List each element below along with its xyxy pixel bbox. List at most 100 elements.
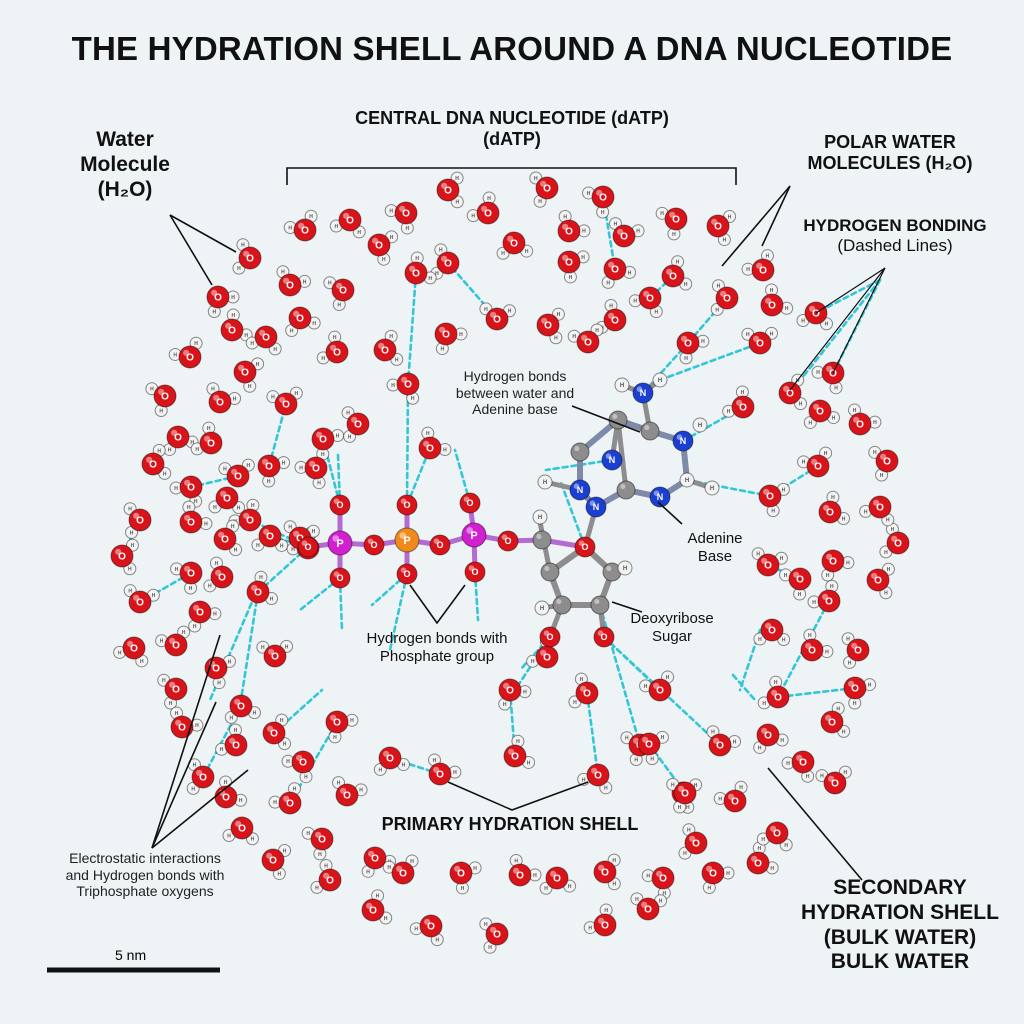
hydrogen-atom: H <box>483 940 497 954</box>
hydrogen-atom-letter: H <box>557 312 561 318</box>
hydrogen-atom-highlight <box>633 894 637 899</box>
hydrogen-atom-letter: H <box>659 899 663 905</box>
oxygen-atom: O <box>210 565 234 589</box>
hydrogen-atom-letter: H <box>280 718 284 724</box>
hydrogen-atom: H <box>781 756 795 770</box>
hydrogen-atom-letter: H <box>587 191 591 197</box>
oxygen-atom-highlight <box>383 750 390 757</box>
oxygen-atom-highlight <box>598 917 605 924</box>
hydrogen-bond-dash <box>658 341 762 382</box>
hydrogen-atom: H <box>596 205 610 219</box>
hydrogen-atom-highlight <box>275 869 279 873</box>
oxygen-atom: O <box>821 549 845 573</box>
nitrogen-atom-letter: N <box>593 502 600 512</box>
hydrogen-bond-dash <box>776 686 857 699</box>
hydrogen-atom: H <box>567 329 581 343</box>
hydrogen-atom-letter: H <box>288 225 292 231</box>
hydrogen-atom-highlight <box>403 223 407 228</box>
water-molecule: HHO <box>373 329 404 366</box>
hydrogen-atom-letter: H <box>270 596 274 602</box>
oxygen-atom: O <box>311 427 335 451</box>
hydrogen-atom-letter: H <box>727 409 731 415</box>
hydrogen-atom-highlight <box>713 305 717 309</box>
oxygen-atom-letter: O <box>876 503 884 514</box>
hydrogen-atom-highlight <box>769 506 773 511</box>
hydrogen-atom-letter: H <box>488 945 492 951</box>
hydrogen-atom-highlight <box>482 304 486 309</box>
oxygen-atom-highlight <box>243 512 250 519</box>
oxygen-atom: O <box>396 372 420 396</box>
oxygen-atom: O <box>335 783 359 807</box>
hydrogen-atom-letter: H <box>891 527 895 533</box>
oxygen-atom-sphere <box>224 733 248 757</box>
adenine-label-line-1: Adenine <box>687 530 743 547</box>
hydrogen-atom-letter: H <box>834 386 838 392</box>
water-molecule: HHO <box>503 734 536 769</box>
oxygen-atom-sphere <box>593 860 617 884</box>
oxygen-atom-letter: O <box>403 500 410 510</box>
hydrogen-atom-highlight <box>850 699 855 703</box>
water-molecule: HHO <box>800 628 834 662</box>
hydrogen-atom-highlight <box>193 721 197 725</box>
hydrogen-atom: H <box>371 889 385 903</box>
hydrogen-atom-highlight <box>777 554 781 558</box>
oxygen-atom-sphere <box>373 338 397 362</box>
hydrogen-atom-highlight <box>225 657 230 661</box>
hydrogen-atom-highlight <box>763 251 768 256</box>
oxygen-atom: O <box>866 568 890 592</box>
hydrogen-atom-highlight <box>433 935 437 940</box>
oxygen-atom-sphere <box>636 897 660 921</box>
oxygen-atom-highlight <box>266 852 273 859</box>
oxygen-atom-highlight <box>424 918 431 925</box>
hydrogen-atom-letter: H <box>770 331 774 337</box>
hydrogen-atom: H <box>776 482 790 496</box>
oxygen-atom: O <box>535 176 559 200</box>
water-molecule: HHO <box>157 673 188 710</box>
hydrogen-atom: H <box>826 490 840 504</box>
hydrogen-atom-letter: H <box>582 777 586 783</box>
oxygen-atom: O <box>191 765 215 789</box>
water-molecule: HHO <box>285 306 321 337</box>
oxygen-atom-highlight <box>543 630 550 636</box>
hydrogen-atom: H <box>423 271 437 285</box>
oxygen-atom-sphere <box>676 331 700 355</box>
hydrogen-atom-highlight <box>242 330 246 335</box>
oxygen-atom-letter: O <box>187 569 195 580</box>
water-molecule: HHO <box>803 399 840 429</box>
hydrogen-atom-highlight <box>280 846 285 850</box>
hydrogen-atom-letter: H <box>666 675 670 681</box>
oxygen-atom: O <box>464 561 486 583</box>
hydrogen-atom-highlight <box>829 413 834 417</box>
hydrogen-atom-highlight <box>584 188 589 193</box>
polar-water-label: POLAR WATER MOLECULES (H₂O) <box>780 132 1000 174</box>
hydrogen-atom-letter: H <box>801 318 805 324</box>
hydrogen-atom-letter: H <box>534 176 538 182</box>
hydrogen-atom-letter: H <box>229 715 233 721</box>
oxygen-atom-highlight <box>642 736 649 743</box>
hydrogen-atom-letter: H <box>604 786 608 792</box>
oxygen-atom-letter: O <box>234 472 242 483</box>
oxygen-atom-sphere <box>545 866 569 890</box>
hydrogen-atom-highlight <box>655 375 660 380</box>
hydrogen-atom-highlight <box>172 484 176 488</box>
hydrogen-atom-letter: H <box>508 309 512 315</box>
hydrogen-atom-highlight <box>871 418 875 422</box>
water-molecule: HHO <box>756 821 793 852</box>
oxygen-atom: O <box>503 744 527 768</box>
oxygen-atom-highlight <box>171 429 178 436</box>
water-molecule: HHO <box>311 427 345 461</box>
hydrogen-atom-highlight <box>834 704 838 708</box>
oxygen-atom-letter: O <box>645 740 653 751</box>
water-molecule: HHO <box>639 670 675 702</box>
hydrogen-atom-highlight <box>512 856 516 860</box>
oxygen-atom-highlight <box>146 456 153 463</box>
hydrogen-atom: H <box>526 654 540 668</box>
hydrogen-atom-highlight <box>399 760 404 764</box>
hydrogen-atom-highlight <box>778 736 782 740</box>
hydrogen-atom-highlight <box>424 429 428 433</box>
water-molecule: HHO <box>145 382 177 418</box>
water-molecule: HHO <box>843 676 877 710</box>
